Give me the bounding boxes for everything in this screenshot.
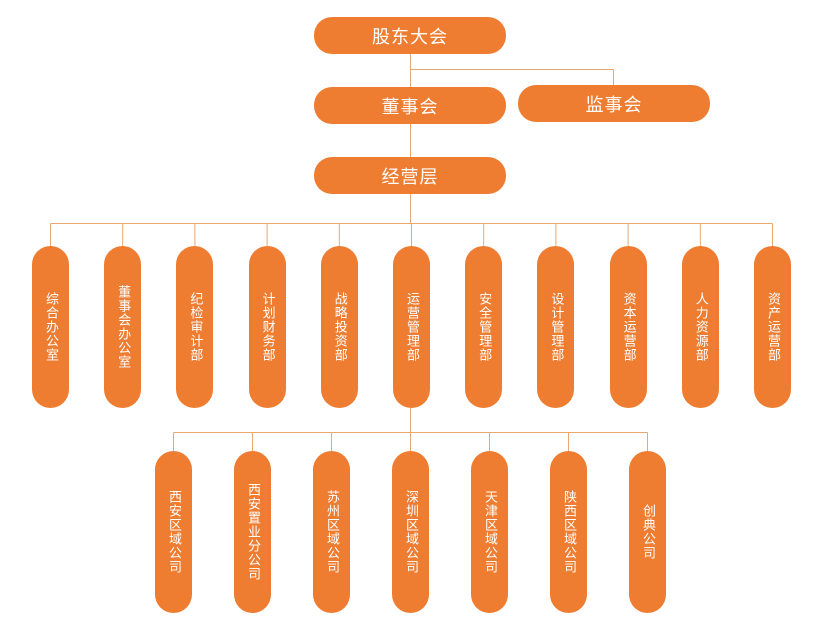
- subsidiary-label: 陕西区域公司: [561, 490, 576, 574]
- subsidiary-node: 西安置业分公司: [234, 451, 271, 613]
- department-node: 设计管理部: [537, 246, 575, 408]
- department-label: 战略投资部: [331, 292, 347, 362]
- department-label: 安全管理部: [476, 292, 492, 362]
- subsidiary-label: 天津区域公司: [482, 490, 497, 574]
- subsidiary-node: 创典公司: [629, 451, 666, 613]
- subsidiary-label: 创典公司: [640, 504, 655, 560]
- department-label: 设计管理部: [548, 292, 564, 362]
- management-node: 经营层: [314, 157, 506, 194]
- department-node: 人力资源部: [681, 246, 719, 408]
- subsidiary-node: 苏州区域公司: [313, 451, 350, 613]
- department-label: 综合办公室: [43, 292, 58, 362]
- subsidiary-label: 深圳区域公司: [403, 490, 418, 574]
- department-label: 资产运营部: [765, 292, 780, 362]
- department-node: 计划财务部: [248, 246, 286, 408]
- subsidiary-label: 苏州区域公司: [324, 490, 339, 574]
- subsidiary-label: 西安区域公司: [166, 490, 181, 574]
- department-node: 资本运营部: [609, 246, 647, 408]
- department-label: 计划财务部: [259, 292, 275, 362]
- department-node: 董事会办公室: [104, 246, 142, 408]
- subsidiary-node: 西安区域公司: [155, 451, 192, 613]
- department-node: 资产运营部: [754, 246, 791, 408]
- department-label: 资本运营部: [620, 292, 636, 362]
- department-label: 纪检审计部: [187, 292, 203, 362]
- subsidiary-node: 深圳区域公司: [392, 451, 429, 613]
- board-of-directors-node: 董事会: [314, 87, 506, 124]
- department-node: 综合办公室: [32, 246, 69, 408]
- department-node: 纪检审计部: [176, 246, 214, 408]
- department-label: 董事会办公室: [115, 285, 131, 369]
- shareholders-meeting-label: 股东大会: [372, 26, 448, 48]
- board-of-supervisors-node: 监事会: [518, 85, 710, 122]
- department-label: 人力资源部: [692, 292, 708, 362]
- shareholders-meeting-node: 股东大会: [314, 17, 506, 54]
- board-of-supervisors-label: 监事会: [585, 94, 643, 116]
- board-of-directors-label: 董事会: [381, 96, 439, 118]
- department-node: 运营管理部: [393, 246, 430, 408]
- subsidiary-label: 西安置业分公司: [245, 483, 260, 581]
- management-label: 经营层: [381, 166, 439, 188]
- department-node: 战略投资部: [320, 246, 358, 408]
- department-label: 运营管理部: [404, 292, 419, 362]
- subsidiary-node: 天津区域公司: [471, 451, 508, 613]
- subsidiary-node: 陕西区域公司: [550, 451, 587, 613]
- department-node: 安全管理部: [465, 246, 503, 408]
